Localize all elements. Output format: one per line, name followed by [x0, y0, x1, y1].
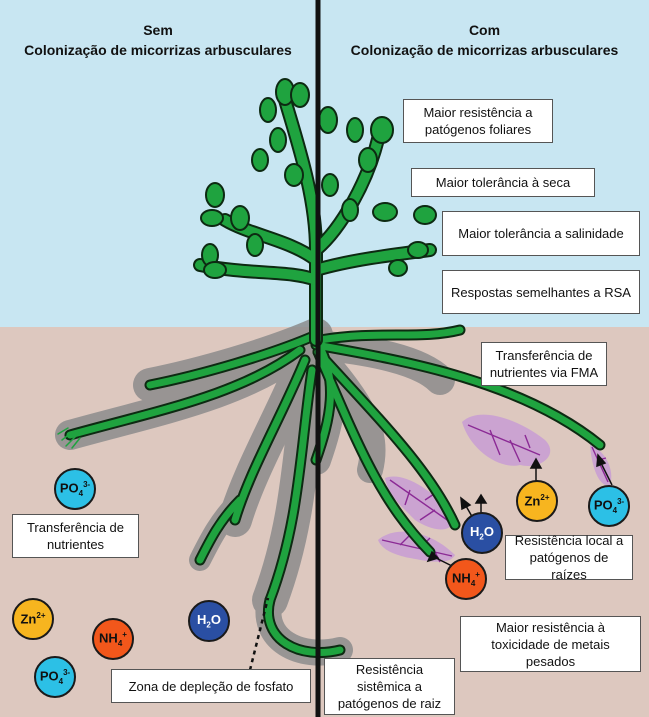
ion-po4-left-bottom: PO43- [34, 656, 76, 698]
box-nutrient-transfer: Transferência de nutrientes [12, 514, 139, 558]
left-title-line2: Colonização de micorrizas arbusculares [24, 42, 292, 58]
root-system [57, 324, 606, 659]
right-title: Com Colonização de micorrizas arbuscular… [320, 20, 649, 60]
po4-label: PO43- [593, 497, 625, 515]
root-hairs [57, 427, 81, 449]
nh4-label: NH4+ [99, 630, 127, 648]
box-rsa-responses: Respostas semelhantes a RSA [442, 270, 640, 314]
ion-nh4-right: NH4+ [445, 558, 487, 600]
nh4-label: NH4+ [452, 570, 480, 588]
ion-zn-left: Zn2+ [12, 598, 54, 640]
left-title: Sem Colonização de micorrizas arbuscular… [0, 20, 316, 60]
mycorrhizal-network [378, 414, 612, 563]
box-heavy-metals: Maior resistência à toxicidade de metais… [460, 616, 641, 672]
box-foliar-resistance: Maior resistência a patógenos foliares [403, 99, 553, 143]
po4-label: PO43- [39, 668, 71, 686]
h2o-label: H2O [470, 524, 494, 542]
box-systemic-resistance: Resistência sistêmica a patógenos de rai… [324, 658, 455, 715]
ion-nh4-left: NH4+ [92, 618, 134, 660]
box-drought-tolerance: Maior tolerância à seca [411, 168, 595, 197]
ion-po4-left: PO43- [54, 468, 96, 510]
right-title-line1: Com [468, 22, 501, 38]
ion-h2o-left: H2O [188, 600, 230, 642]
box-amf-transfer: Transferência de nutrientes via FMA [481, 342, 607, 386]
ion-zn-right: Zn2+ [516, 480, 558, 522]
box-depletion-zone: Zona de depleção de fosfato [111, 669, 311, 703]
po4-label: PO43- [59, 480, 91, 498]
leaves [200, 78, 437, 279]
h2o-label: H2O [197, 612, 221, 630]
right-title-line2: Colonização de micorrizas arbusculares [350, 42, 619, 58]
box-local-resistance: Resistência local a patógenos de raízes [505, 533, 633, 582]
zn-label: Zn2+ [20, 611, 46, 627]
hyphae-patch-2 [385, 476, 455, 530]
ion-po4-right: PO43- [588, 485, 630, 527]
left-title-line1: Sem [143, 22, 173, 38]
ion-h2o-right: H2O [461, 512, 503, 554]
zn-label: Zn2+ [524, 493, 550, 509]
box-salinity-tolerance: Maior tolerância a salinidade [442, 211, 640, 256]
